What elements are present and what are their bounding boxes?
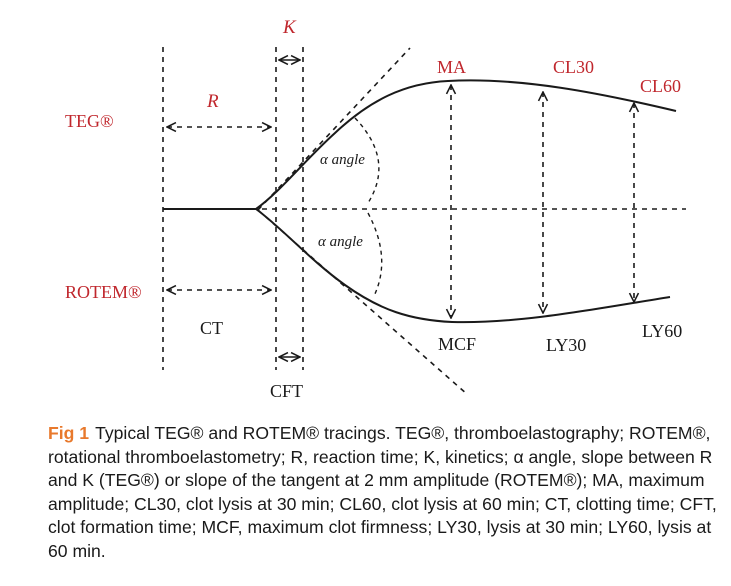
ma-label: MA bbox=[437, 57, 466, 77]
cl60-label: CL60 bbox=[640, 76, 681, 96]
teg-upper-curve bbox=[255, 79, 677, 210]
cft-label: CFT bbox=[270, 381, 303, 401]
cl30-label: CL30 bbox=[553, 57, 594, 77]
ly30-label: LY30 bbox=[546, 335, 586, 355]
caption-figure-number: Fig 1 bbox=[48, 423, 90, 443]
tracing-diagram: K R TEG® ROTEM® MA CL30 CL60 α angle α a… bbox=[65, 17, 686, 401]
alpha-angle-bottom-label: α angle bbox=[318, 234, 363, 250]
tangent-line-top bbox=[257, 47, 411, 211]
teg-label: TEG® bbox=[65, 111, 114, 131]
caption-text: Typical TEG® and ROTEM® tracings. TEG®, … bbox=[48, 423, 717, 561]
alpha-angle-top-label: α angle bbox=[320, 152, 365, 168]
ly60-label: LY60 bbox=[642, 321, 682, 341]
rotem-lower-curve bbox=[255, 208, 671, 324]
alpha-arc-bottom bbox=[367, 212, 383, 297]
r-label: R bbox=[206, 91, 219, 112]
rotem-label: ROTEM® bbox=[65, 282, 142, 302]
ct-label: CT bbox=[200, 318, 223, 338]
mcf-label: MCF bbox=[438, 334, 476, 354]
alpha-arc-top bbox=[354, 117, 380, 204]
tangent-line-bottom bbox=[257, 209, 469, 396]
k-label: K bbox=[282, 17, 297, 38]
